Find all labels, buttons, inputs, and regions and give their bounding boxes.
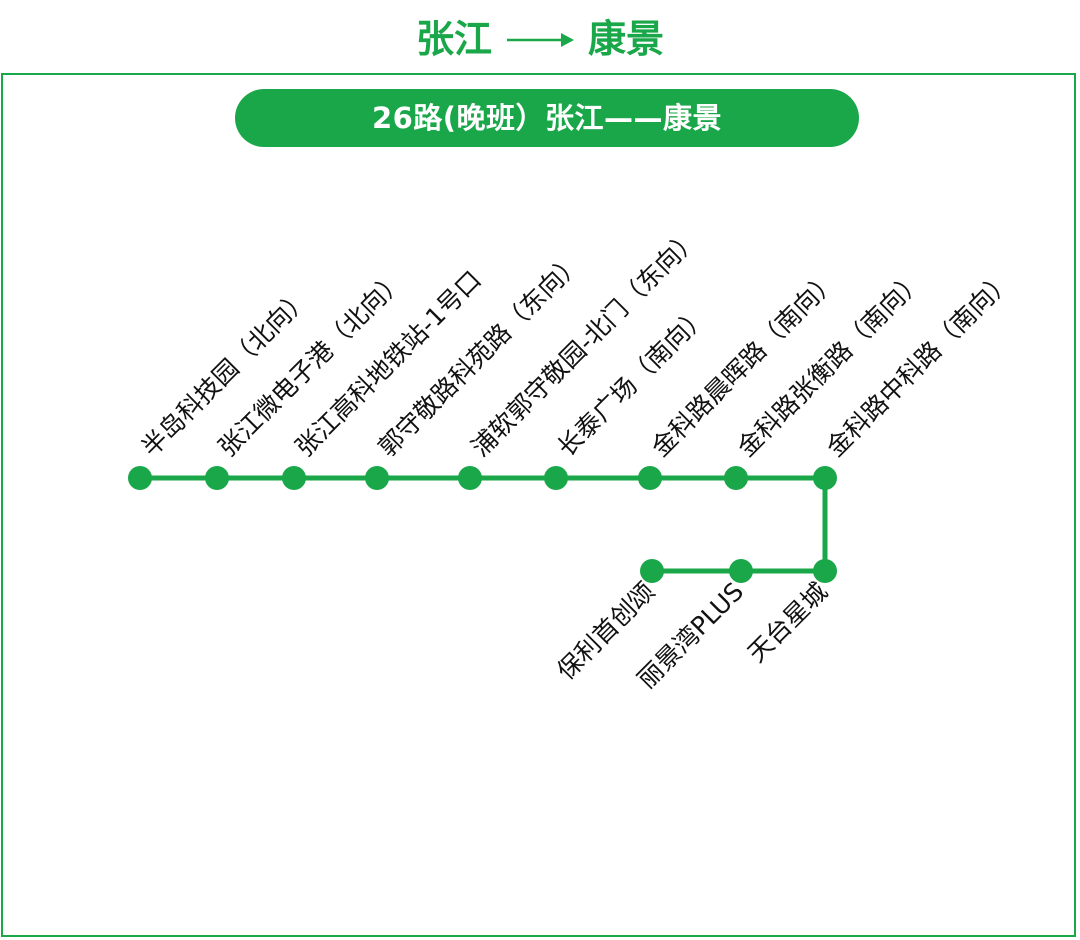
title-bar: 张江 康景 xyxy=(0,0,1080,74)
stop-marker xyxy=(813,466,837,490)
origin-title: 张江 xyxy=(416,17,493,61)
destination-title: 康景 xyxy=(588,17,665,61)
stop-label: 天台星城 xyxy=(742,577,833,668)
stop-markers xyxy=(128,466,837,583)
route-lines xyxy=(140,475,828,574)
route-name-label: 26路(晚班）张江——康景 xyxy=(371,101,723,135)
stop-marker xyxy=(205,466,229,490)
stop-marker xyxy=(813,559,837,583)
direction-arrow-icon xyxy=(507,33,574,47)
stop-marker xyxy=(724,466,748,490)
stop-labels: 半岛科技园（北向）张江微电子港（北向）张江高科地铁站-1号口郭守敬路科苑路（东向… xyxy=(136,223,1018,694)
stop-marker xyxy=(729,559,753,583)
stop-marker xyxy=(638,466,662,490)
stop-marker xyxy=(365,466,389,490)
stop-marker xyxy=(458,466,482,490)
stop-marker xyxy=(640,559,664,583)
stop-marker xyxy=(282,466,306,490)
route-map-frame xyxy=(1,73,1076,937)
route-name-banner: 26路(晚班）张江——康景 xyxy=(235,89,859,147)
stop-marker xyxy=(128,466,152,490)
stop-marker xyxy=(544,466,568,490)
